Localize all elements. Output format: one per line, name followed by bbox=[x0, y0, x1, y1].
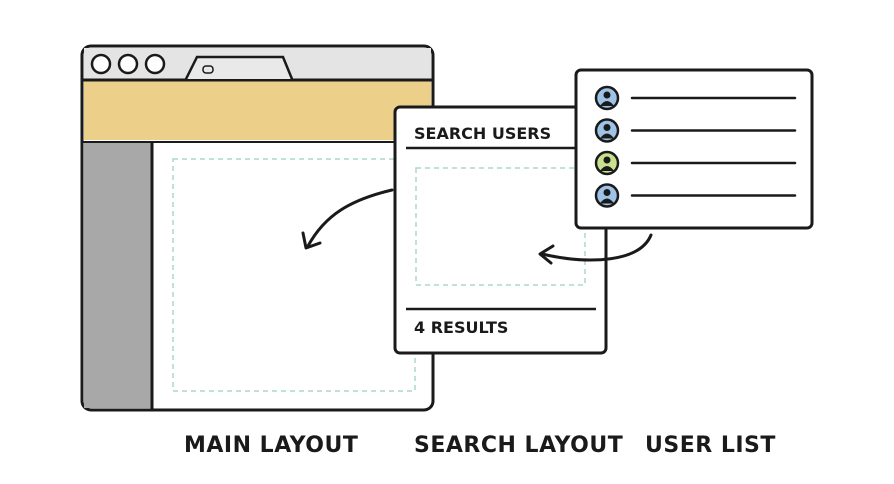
avatar-icon bbox=[594, 85, 620, 111]
caption-main-layout: MAIN LAYOUT bbox=[184, 433, 359, 458]
user-row bbox=[594, 118, 797, 143]
arrow-users-to-search bbox=[538, 233, 653, 265]
user-row bbox=[594, 150, 797, 176]
window-header-band bbox=[84, 80, 431, 140]
search-panel-header: SEARCH USERS bbox=[414, 124, 551, 143]
browser-tab bbox=[184, 55, 294, 80]
window-control-icon bbox=[144, 53, 166, 75]
arrowhead-icon bbox=[301, 231, 322, 250]
main-layout-window bbox=[80, 44, 435, 412]
caption-search-layout: SEARCH LAYOUT bbox=[414, 433, 624, 458]
window-control-icon bbox=[90, 53, 112, 75]
user-list-panel bbox=[574, 68, 814, 230]
user-row bbox=[594, 85, 797, 111]
arrowhead-icon bbox=[538, 244, 555, 265]
search-layout-panel: SEARCH USERS 4 RESULTS bbox=[393, 105, 608, 355]
avatar-icon bbox=[594, 183, 620, 208]
user-row bbox=[594, 183, 797, 208]
window-control-icon bbox=[117, 53, 139, 75]
window-sidebar bbox=[84, 143, 153, 408]
avatar-icon bbox=[594, 118, 620, 143]
content-slot bbox=[172, 158, 416, 392]
arrow-search-to-main bbox=[301, 188, 394, 250]
avatar-icon bbox=[594, 150, 620, 176]
caption-user-list: USER LIST bbox=[645, 433, 776, 458]
search-panel-footer: 4 RESULTS bbox=[414, 318, 508, 337]
